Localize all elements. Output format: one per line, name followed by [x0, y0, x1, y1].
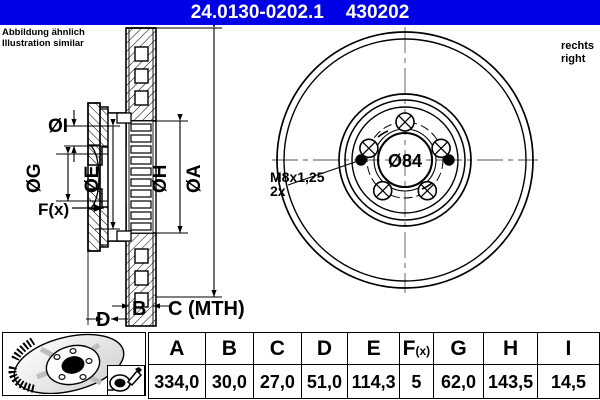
dimension-c: C (MTH): [156, 296, 245, 320]
hub-step-circle: [351, 106, 459, 214]
col-header-h: H: [483, 332, 538, 365]
value-d: 51,0: [300, 364, 349, 399]
label-dia-h: ØH: [150, 165, 171, 194]
friction-ring-upper: [125, 27, 157, 122]
thread-callout: M8x1,25 2x: [270, 160, 359, 199]
value-h: 143,5: [483, 364, 538, 399]
side-note: rechts right: [561, 40, 594, 66]
label-thread-spec: M8x1,25: [270, 169, 325, 185]
hub-inner-circle: [344, 99, 466, 221]
side-note-en: right: [560, 53, 586, 65]
label-dia-a: ØA: [184, 164, 205, 193]
col-header-d: D: [300, 332, 349, 365]
disc-outer-edge: [276, 31, 534, 289]
illustration-note: Abbildung ähnlich Illustration similar: [2, 27, 85, 49]
label-c: C (MTH): [168, 298, 245, 320]
col-header-b: B: [204, 332, 255, 365]
fx-sub: (x): [415, 344, 431, 358]
dimension-table-area: A B C D E F(x) G H I 334,0 30,0 27,0 51,…: [0, 330, 600, 400]
value-c: 27,0: [253, 364, 302, 399]
dimension-dia-a: ØA: [156, 25, 222, 298]
lug-holes: [359, 112, 451, 201]
dimension-dia-h: ØH: [150, 113, 188, 234]
value-g: 62,0: [432, 364, 485, 399]
label-dia-g: ØG: [24, 163, 45, 193]
illustration-note-de: Abbildung ähnlich: [2, 27, 85, 38]
col-header-e: E: [347, 332, 400, 365]
lug-hole: [417, 180, 438, 201]
dimension-table: A B C D E F(x) G H I 334,0 30,0 27,0 51,…: [148, 332, 600, 399]
value-e: 114,3: [347, 364, 400, 399]
spray-coating-glyph: [108, 367, 143, 392]
lug-hole: [359, 138, 379, 159]
bolt-circle: [366, 121, 444, 199]
label-d: D: [96, 309, 110, 330]
dimension-d: D: [86, 251, 128, 330]
dimension-f-x: F(x): [38, 200, 104, 219]
header-banner: 24.0130-0202.1 430202: [0, 0, 600, 25]
col-header-a: A: [148, 332, 206, 365]
col-header-i: I: [536, 332, 600, 365]
lug-hole: [372, 180, 393, 201]
spray-coating-icon: [107, 365, 145, 396]
table-header-row: A B C D E F(x) G H I: [148, 332, 600, 365]
brake-disc-photo: [8, 333, 125, 394]
col-header-fx: F(x): [398, 332, 434, 365]
reference-number: 430202: [345, 2, 410, 23]
hub-outer-circle: [338, 93, 472, 227]
dimension-dia-i: ØI: [48, 110, 108, 162]
technical-drawing: ØI ØG F(x): [0, 25, 600, 330]
product-photo-cell: [2, 332, 146, 396]
section-view-group: ØI ØG F(x): [24, 25, 245, 330]
center-bore: [376, 131, 434, 189]
detail-arc: [421, 182, 433, 190]
cooling-vanes: [125, 120, 157, 234]
thread-holes: [355, 154, 455, 166]
detail-arc: [377, 130, 389, 138]
label-thread-count: 2x: [270, 183, 286, 199]
col-header-g: G: [432, 332, 485, 365]
lug-hole: [431, 138, 451, 159]
front-view-group: Ø84 M8x1,25 2x: [270, 27, 538, 293]
dimension-dia-e: ØE: [82, 118, 120, 230]
value-a: 334,0: [148, 364, 206, 399]
label-dia-i: ØI: [48, 116, 68, 137]
value-i: 14,5: [536, 364, 600, 399]
col-header-c: C: [253, 332, 302, 365]
part-number: 24.0130-0202.1: [190, 2, 324, 23]
disc-friction-edge: [283, 38, 527, 282]
label-center-bore: Ø84: [388, 151, 422, 171]
vane-slots: [130, 123, 152, 231]
label-b: B: [132, 298, 146, 320]
lug-hole: [395, 112, 415, 132]
friction-ring-lower: [125, 232, 157, 327]
dimension-dia-g: ØG: [24, 146, 108, 202]
illustration-note-en: Illustration similar: [2, 37, 84, 49]
drawing-svg: ØI ØG F(x): [24, 25, 538, 330]
label-dia-e: ØE: [82, 166, 103, 193]
table-value-row: 334,0 30,0 27,0 51,0 114,3 5 62,0 143,5 …: [148, 364, 600, 399]
label-f-x: F(x): [38, 200, 69, 219]
fx-main: F: [402, 337, 416, 360]
thread-hole: [355, 154, 367, 166]
side-note-de: rechts: [560, 40, 594, 52]
value-fx: 5: [398, 364, 434, 399]
value-b: 30,0: [204, 364, 255, 399]
thread-hole: [443, 154, 455, 166]
